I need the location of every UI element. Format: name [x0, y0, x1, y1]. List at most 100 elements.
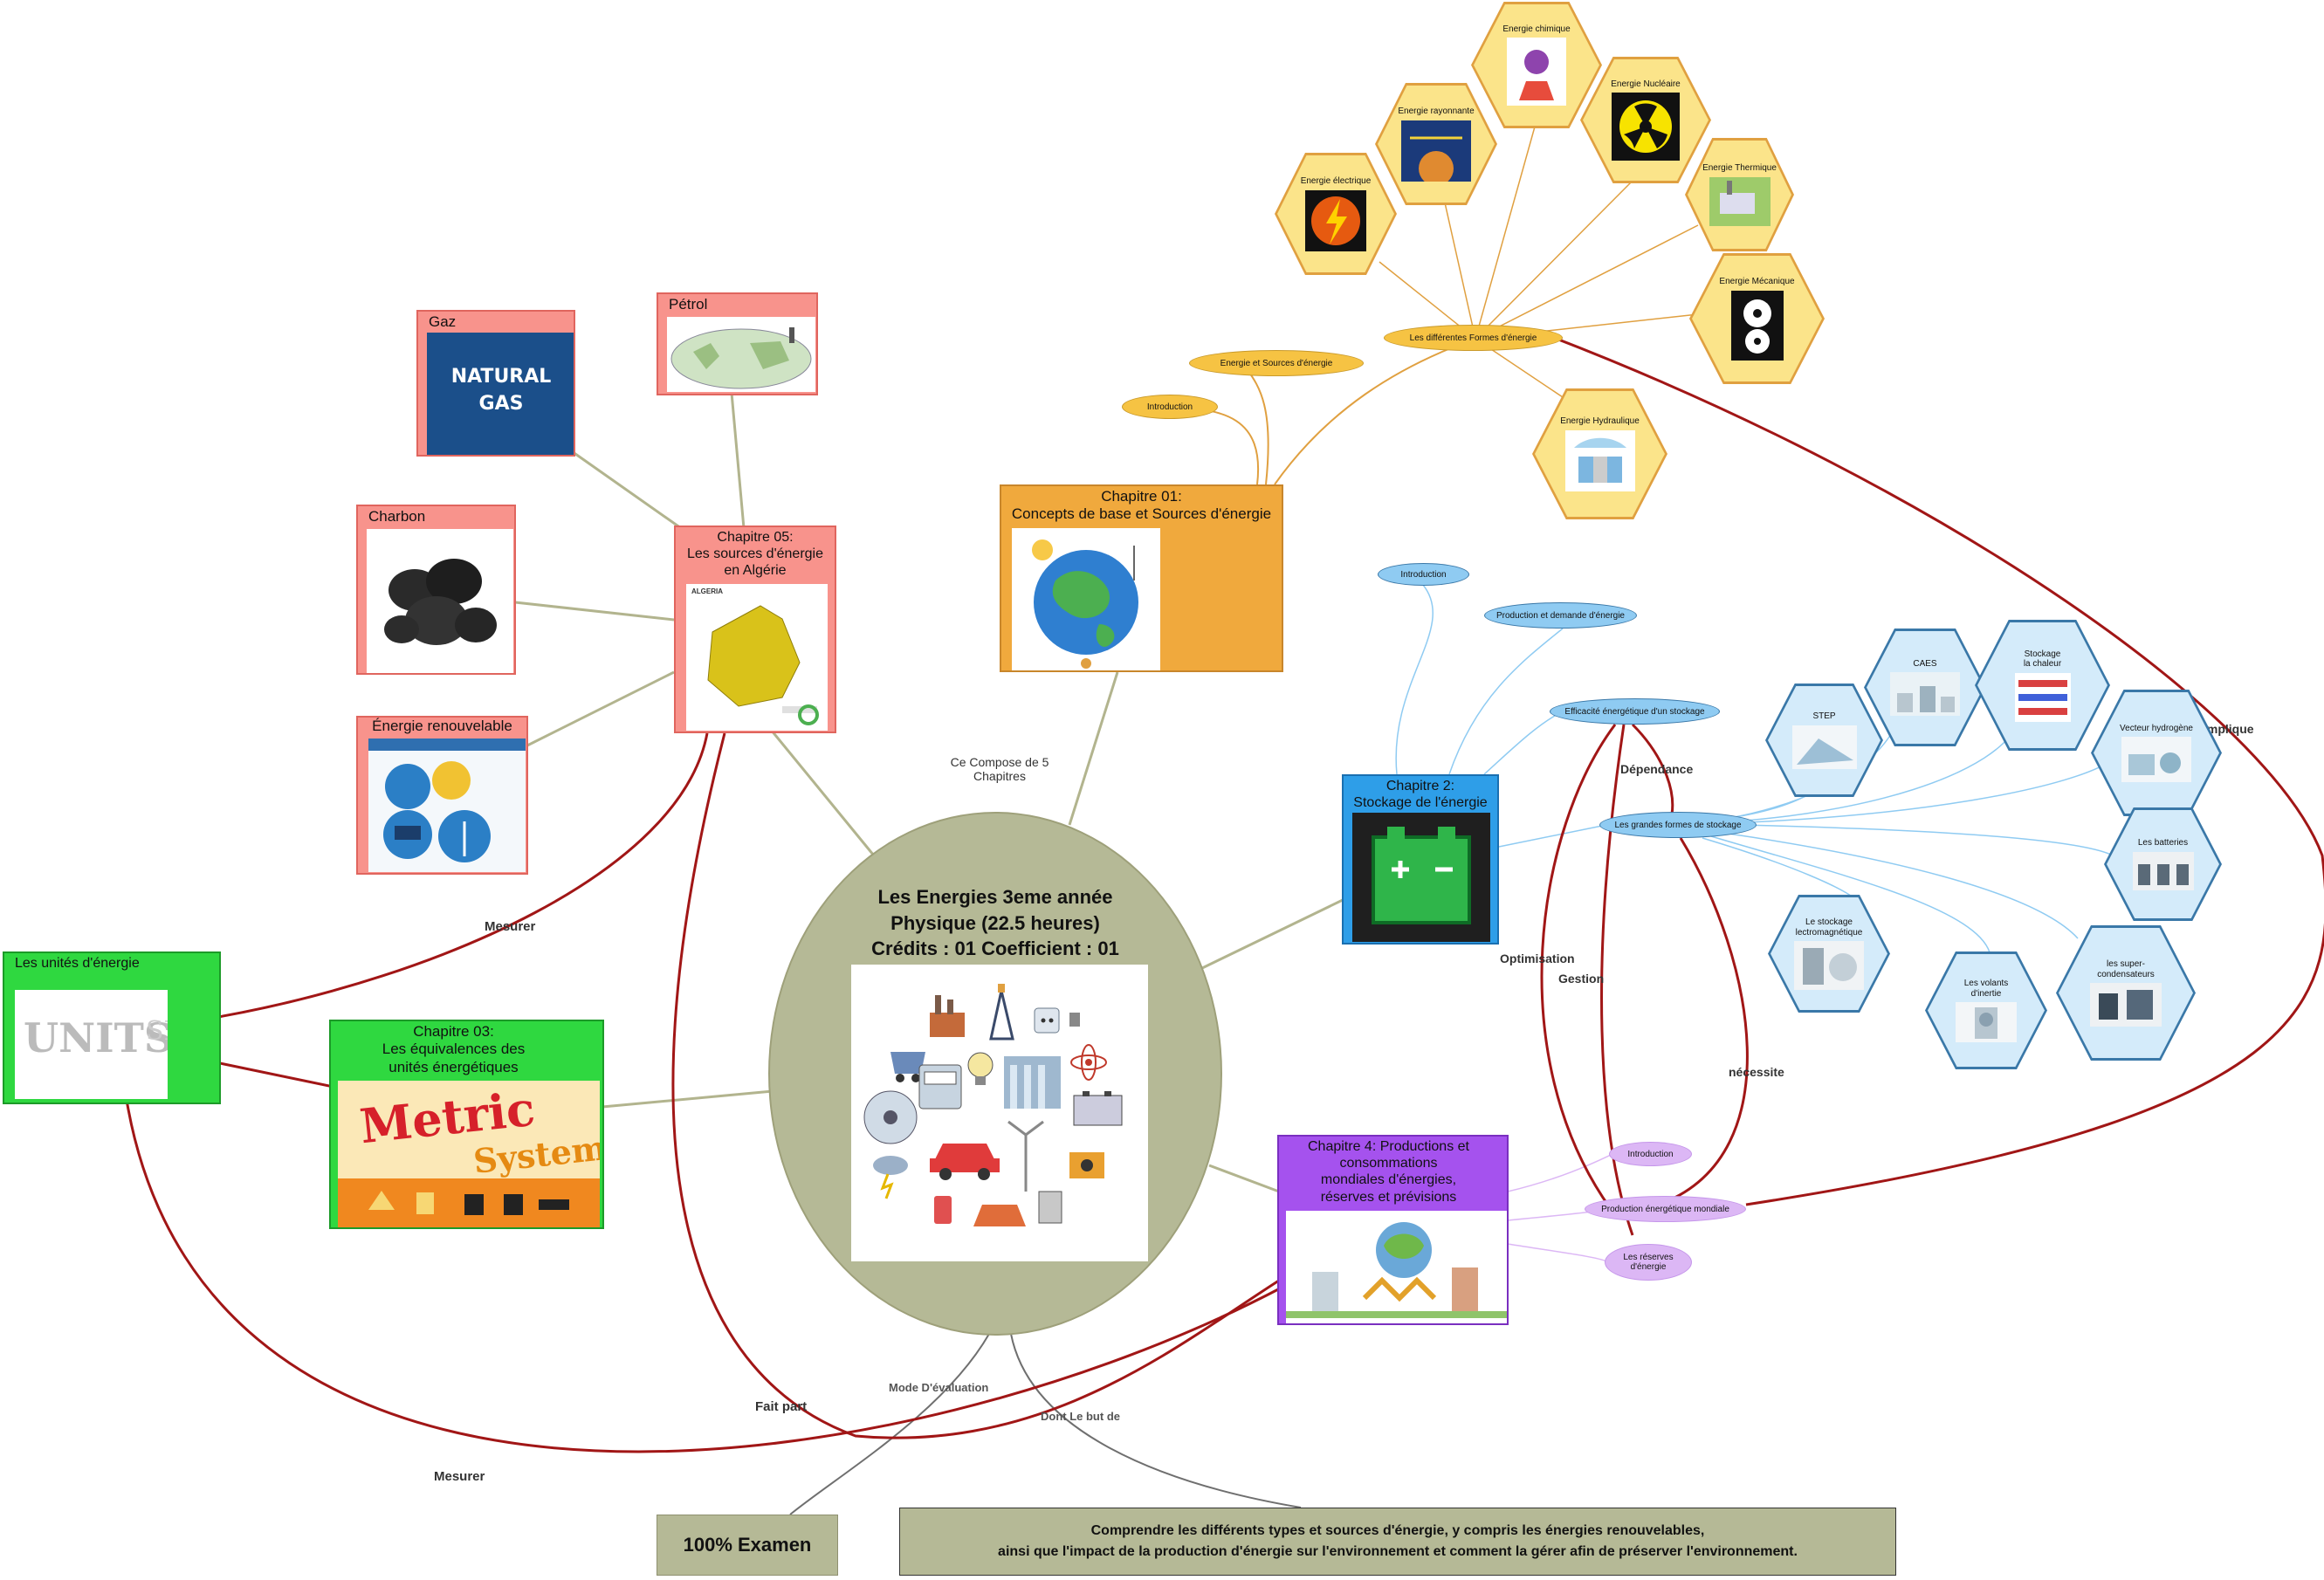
goal-node[interactable]: Comprendre les différents types et sourc…	[899, 1508, 1896, 1576]
chapter2-node[interactable]: Chapitre 2: Stockage de l'énergie	[1342, 774, 1499, 945]
hex-energie-nucleaire[interactable]: Energie Nucléaire	[1580, 57, 1711, 183]
ch4-production-node[interactable]: Production énergétique mondiale	[1585, 1196, 1746, 1222]
relation-mesurer-top	[217, 732, 709, 1019]
units-node[interactable]: Les unités d'énergie UNITS SI	[3, 951, 221, 1104]
hex-energie-thermique[interactable]: Energie Thermique	[1685, 138, 1794, 251]
step-image	[1791, 725, 1857, 769]
hydro-dam-icon	[1564, 429, 1635, 491]
exam-node[interactable]: 100% Examen	[657, 1515, 838, 1576]
heat-storage-image	[2014, 672, 2071, 722]
chapter3-node[interactable]: Chapitre 03: Les équivalences des unités…	[329, 1020, 604, 1229]
hex-storage-step[interactable]: STEP	[1765, 684, 1883, 797]
ch2-efficiency-node[interactable]: Efficacité énergétique d'un stockage	[1550, 698, 1720, 725]
units-word-cloud: UNITS SI	[15, 990, 168, 1099]
factory-icon	[930, 995, 965, 1037]
hex-label: Energie électrique	[1300, 176, 1372, 187]
hex-label: Les batteries	[2137, 838, 2189, 848]
label-mesurer-top: Mesurer	[485, 919, 536, 934]
barrel-icon	[1038, 1191, 1062, 1224]
car-icon	[930, 1144, 1000, 1180]
algeria-text: ALGERIA	[691, 587, 723, 595]
hex-storage-supercondensateurs[interactable]: les super- condensateurs	[2056, 925, 2196, 1061]
ch2-intro-node[interactable]: Introduction	[1378, 563, 1469, 586]
hex-label: Energie Thermique	[1702, 163, 1777, 174]
label-implique: Implique	[2204, 722, 2254, 736]
ch1-forms-node[interactable]: Les différentes Formes d'énergie	[1384, 325, 1563, 351]
storm-icon	[873, 1156, 908, 1199]
link-form-thermique	[1475, 224, 1699, 340]
chapter4-node[interactable]: Chapitre 4: Productions et consommations…	[1277, 1135, 1509, 1325]
link-ch2-demand	[1448, 628, 1564, 775]
metric-system-image: Metric System	[338, 1081, 600, 1227]
bulb-icon	[967, 1052, 994, 1085]
hex-label: CAES	[1913, 658, 1937, 669]
petrol-title: Pétrol	[669, 296, 708, 313]
chapter1-node[interactable]: Chapitre 01: Concepts de base et Sources…	[1000, 484, 1283, 672]
hex-label: Vecteur hydrogène	[2120, 723, 2193, 733]
central-title: Les Energies 3eme année Physique (22.5 h…	[871, 886, 1119, 960]
earth-image	[1012, 528, 1160, 670]
natural-gas-text: NATURAL GAS	[450, 366, 552, 415]
relation-units-ch3	[219, 1061, 334, 1089]
link-ch2-forms	[1498, 824, 1607, 848]
renouvelable-node[interactable]: Énergie renouvelable	[356, 716, 528, 875]
mine-cart-icon	[890, 1052, 925, 1082]
hex-storage-batteries[interactable]: Les batteries	[2104, 807, 2222, 921]
central-illustration	[851, 965, 1148, 1261]
charbon-node[interactable]: Charbon	[356, 505, 516, 675]
ch2-demand-node[interactable]: Production et demande d'énergie	[1484, 602, 1637, 629]
chapter4-title: Chapitre 4: Productions et consommations…	[1308, 1139, 1469, 1205]
nuclear-icon	[1612, 93, 1680, 161]
link-center-ch2	[1200, 897, 1345, 971]
chapter5-title: Chapitre 05: Les sources d'énergie en Al…	[686, 530, 824, 579]
solar-panel-icon	[973, 1205, 1026, 1226]
goal-text: Comprendre les différents types et sourc…	[998, 1523, 1798, 1559]
hex-label: Le stockage lectromagnétique	[1795, 917, 1863, 938]
hex-energie-hydraulique[interactable]: Energie Hydraulique	[1532, 388, 1667, 519]
chapter5-node[interactable]: Chapitre 05: Les sources d'énergie en Al…	[674, 526, 836, 733]
link-ch4-reserves	[1507, 1243, 1607, 1262]
ch1-intro-node[interactable]: Introduction	[1122, 395, 1218, 419]
natural-gas-image: NATURAL GAS	[427, 333, 574, 455]
supercapacitor-image	[2090, 983, 2162, 1027]
hex-label: Energie rayonnante	[1398, 106, 1475, 117]
hex-energie-rayonnante[interactable]: Energie rayonnante	[1375, 83, 1497, 205]
dam-icon	[1004, 1056, 1061, 1109]
gaz-node[interactable]: Gaz NATURAL GAS	[416, 310, 575, 457]
label-fait-part: Fait part	[755, 1399, 808, 1414]
link-ch5-charbon	[514, 601, 675, 622]
hex-energie-mecanique[interactable]: Energie Mécanique	[1689, 253, 1825, 384]
link-ch5-renouv	[525, 670, 675, 748]
link-st-super	[1728, 833, 2079, 939]
link-st-batt	[1741, 824, 2114, 856]
ch2-forms-node[interactable]: Les grandes formes de stockage	[1599, 812, 1757, 838]
label-optimisation: Optimisation	[1500, 951, 1575, 965]
hex-label: Energie chimique	[1502, 24, 1571, 34]
label-gestion: Gestion	[1558, 972, 1605, 986]
label-but: Dont Le but de	[1041, 1410, 1120, 1423]
socket-icon	[1034, 1007, 1060, 1034]
electromagnetic-image	[1794, 941, 1864, 990]
ch1-sources-node[interactable]: Energie et Sources d'énergie	[1189, 350, 1364, 376]
radioactive-icon	[1069, 1152, 1104, 1178]
link-ch2-intro	[1395, 584, 1434, 775]
chapter3-title: Chapitre 03: Les équivalences des unités…	[382, 1023, 526, 1075]
oil-rig-icon	[989, 984, 1014, 1041]
batteries-image	[2132, 851, 2194, 890]
meter-icon	[918, 1064, 962, 1109]
ch4-intro-node[interactable]: Introduction	[1609, 1142, 1692, 1166]
relation-fait-part	[671, 732, 1282, 1439]
hex-storage-hydrogene[interactable]: Vecteur hydrogène	[2091, 690, 2222, 816]
link-st-volants	[1710, 835, 1991, 957]
link-mode	[789, 1333, 990, 1515]
link-ch4-intro	[1507, 1154, 1612, 1192]
relation-dependance	[1631, 723, 1674, 815]
hex-energie-electrique[interactable]: Energie électrique	[1275, 153, 1397, 275]
gaz-title: Gaz	[429, 313, 457, 330]
world-production-image	[1286, 1211, 1507, 1323]
ch4-reserves-node[interactable]: Les réserves d'énergie	[1605, 1244, 1692, 1281]
link-center-ch4	[1208, 1164, 1280, 1193]
link-st-h2	[1662, 759, 2114, 826]
petrol-node[interactable]: Pétrol	[657, 292, 818, 395]
link-form-chimique	[1475, 120, 1537, 340]
